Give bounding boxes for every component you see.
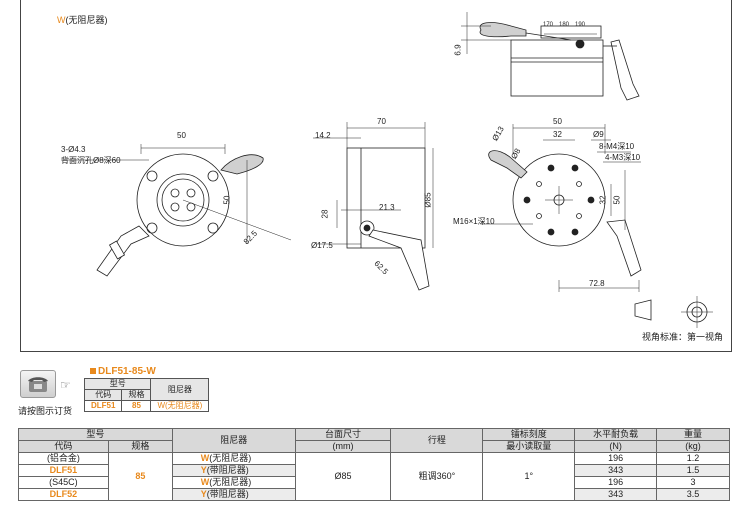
damper-cell: W(无阻尼器) (171, 452, 296, 465)
stroke-value: 粗调360° (390, 452, 484, 501)
spec-table: 型号 阻尼器 台面尺寸 行程 镭标刻度 水平耐负载 重量 代码 规格 (mm) … (18, 428, 730, 501)
dim-28: 28 (320, 209, 330, 219)
dim-21-3: 21.3 (379, 203, 395, 212)
header-spec: 规格 (107, 440, 173, 453)
dim-85: Ø85 (423, 192, 433, 208)
load-value: 343 (574, 464, 658, 477)
mini-value-spec: 85 (121, 400, 152, 412)
m3-thread-note: 4-M3深10 (605, 153, 641, 162)
dim-32-top: 32 (553, 130, 562, 139)
dim-6-9: 6.9 (453, 44, 463, 56)
technical-drawing (61, 12, 713, 328)
dim-9: Ø9 (593, 130, 604, 139)
header-model: 型号 (18, 428, 173, 441)
material-aluminum: (铝合金) (18, 452, 109, 465)
damper-cell: Y(带阻尼器) (171, 488, 296, 501)
weight-value: 1.2 (656, 452, 730, 465)
technical-drawing-panel: W(无阻尼器) 6.9 170 180 190 50 3-Ø4.3 背面沉孔Ø8… (20, 0, 732, 352)
view-standard-label: 视角标准：第一视角 (641, 332, 723, 342)
phone-icon (20, 370, 56, 398)
header-stroke: 行程 (390, 428, 484, 453)
header-load-unit: (N) (574, 440, 658, 453)
dim-17-5: Ø17.5 (311, 241, 333, 250)
load-value: 343 (574, 488, 658, 501)
header-damper: 阻尼器 (171, 428, 296, 453)
pointing-hand-icon: ☞ (60, 378, 71, 392)
header-scale: 镭标刻度 (482, 428, 576, 441)
front-view-middle (313, 122, 434, 291)
dim-50-vertical-left: 50 (222, 195, 232, 205)
dim-32-vertical: 32 (598, 195, 608, 205)
hole-note-2: 背面沉孔Ø8深60 (61, 156, 121, 165)
header-table-size-unit: (mm) (294, 440, 392, 453)
m16-thread-note: M16×1深10 (453, 217, 495, 226)
weight-value: 3 (656, 476, 730, 489)
header-load: 水平耐负载 (574, 428, 658, 441)
code-dlf51: DLF51 (18, 464, 109, 477)
dim-50-right: 50 (553, 117, 562, 126)
damper-cell: Y(带阻尼器) (171, 464, 296, 477)
table-row: DLF52 Y(带阻尼器) 343 3.5 (18, 488, 730, 501)
header-code: 代码 (18, 440, 109, 453)
dim-14-2: 14.2 (315, 131, 331, 140)
scale-170: 170 (543, 22, 554, 28)
table-size-value: Ø85 (294, 452, 392, 501)
load-value: 196 (574, 452, 658, 465)
min-read-value: 1° (482, 452, 576, 501)
code-dlf52: DLF52 (18, 488, 109, 501)
spec-value: 85 (107, 452, 173, 501)
dim-72-8: 72.8 (589, 279, 605, 288)
side-view-top (461, 12, 640, 101)
dim-50-vertical-right: 50 (612, 195, 622, 205)
header-weight: 重量 (656, 428, 730, 441)
header-min-read: 最小读取量 (482, 440, 576, 453)
mini-header-spec: 规格 (121, 389, 152, 401)
material-steel: (S45C) (18, 476, 109, 489)
table-top-view-right (481, 124, 642, 292)
weight-value: 1.5 (656, 464, 730, 477)
mini-value-code: DLF51 (83, 400, 123, 412)
m4-thread-note: 8-M4深10 (599, 142, 635, 151)
first-angle-projection-symbol (634, 296, 713, 328)
hole-note-1: 3-Ø4.3 (61, 145, 86, 154)
load-value: 196 (574, 476, 658, 489)
mini-value-damper: W(无阻尼器) (150, 400, 210, 412)
header-table-size: 台面尺寸 (294, 428, 392, 441)
top-view-left (61, 144, 292, 277)
mini-header-model: 型号 (83, 378, 152, 390)
header-weight-unit: (kg) (656, 440, 730, 453)
scale-190: 190 (575, 22, 586, 28)
weight-value: 3.5 (656, 488, 730, 501)
dim-70: 70 (377, 117, 386, 126)
mini-header-code: 代码 (83, 389, 123, 401)
order-mini-table: 型号 阻尼器 代码 规格 DLF51 85 W(无阻尼器) (83, 378, 210, 412)
scale-180: 180 (559, 22, 570, 28)
dim-50-left: 50 (177, 131, 186, 140)
table-row: (铝合金) 85 W(无阻尼器) Ø85 粗调360° 1° 196 1.2 (18, 452, 730, 501)
model-code: DLF51-85-W (90, 366, 156, 377)
mini-header-damper: 阻尼器 (150, 378, 210, 401)
damper-note: W(无阻尼器) (57, 15, 108, 25)
order-caption: 请按图示订货 (18, 406, 73, 416)
damper-cell: W(无阻尼器) (171, 476, 296, 489)
order-example: ☞ 请按图示订货 DLF51-85-W 型号 阻尼器 代码 规格 DLF51 8… (18, 366, 258, 418)
